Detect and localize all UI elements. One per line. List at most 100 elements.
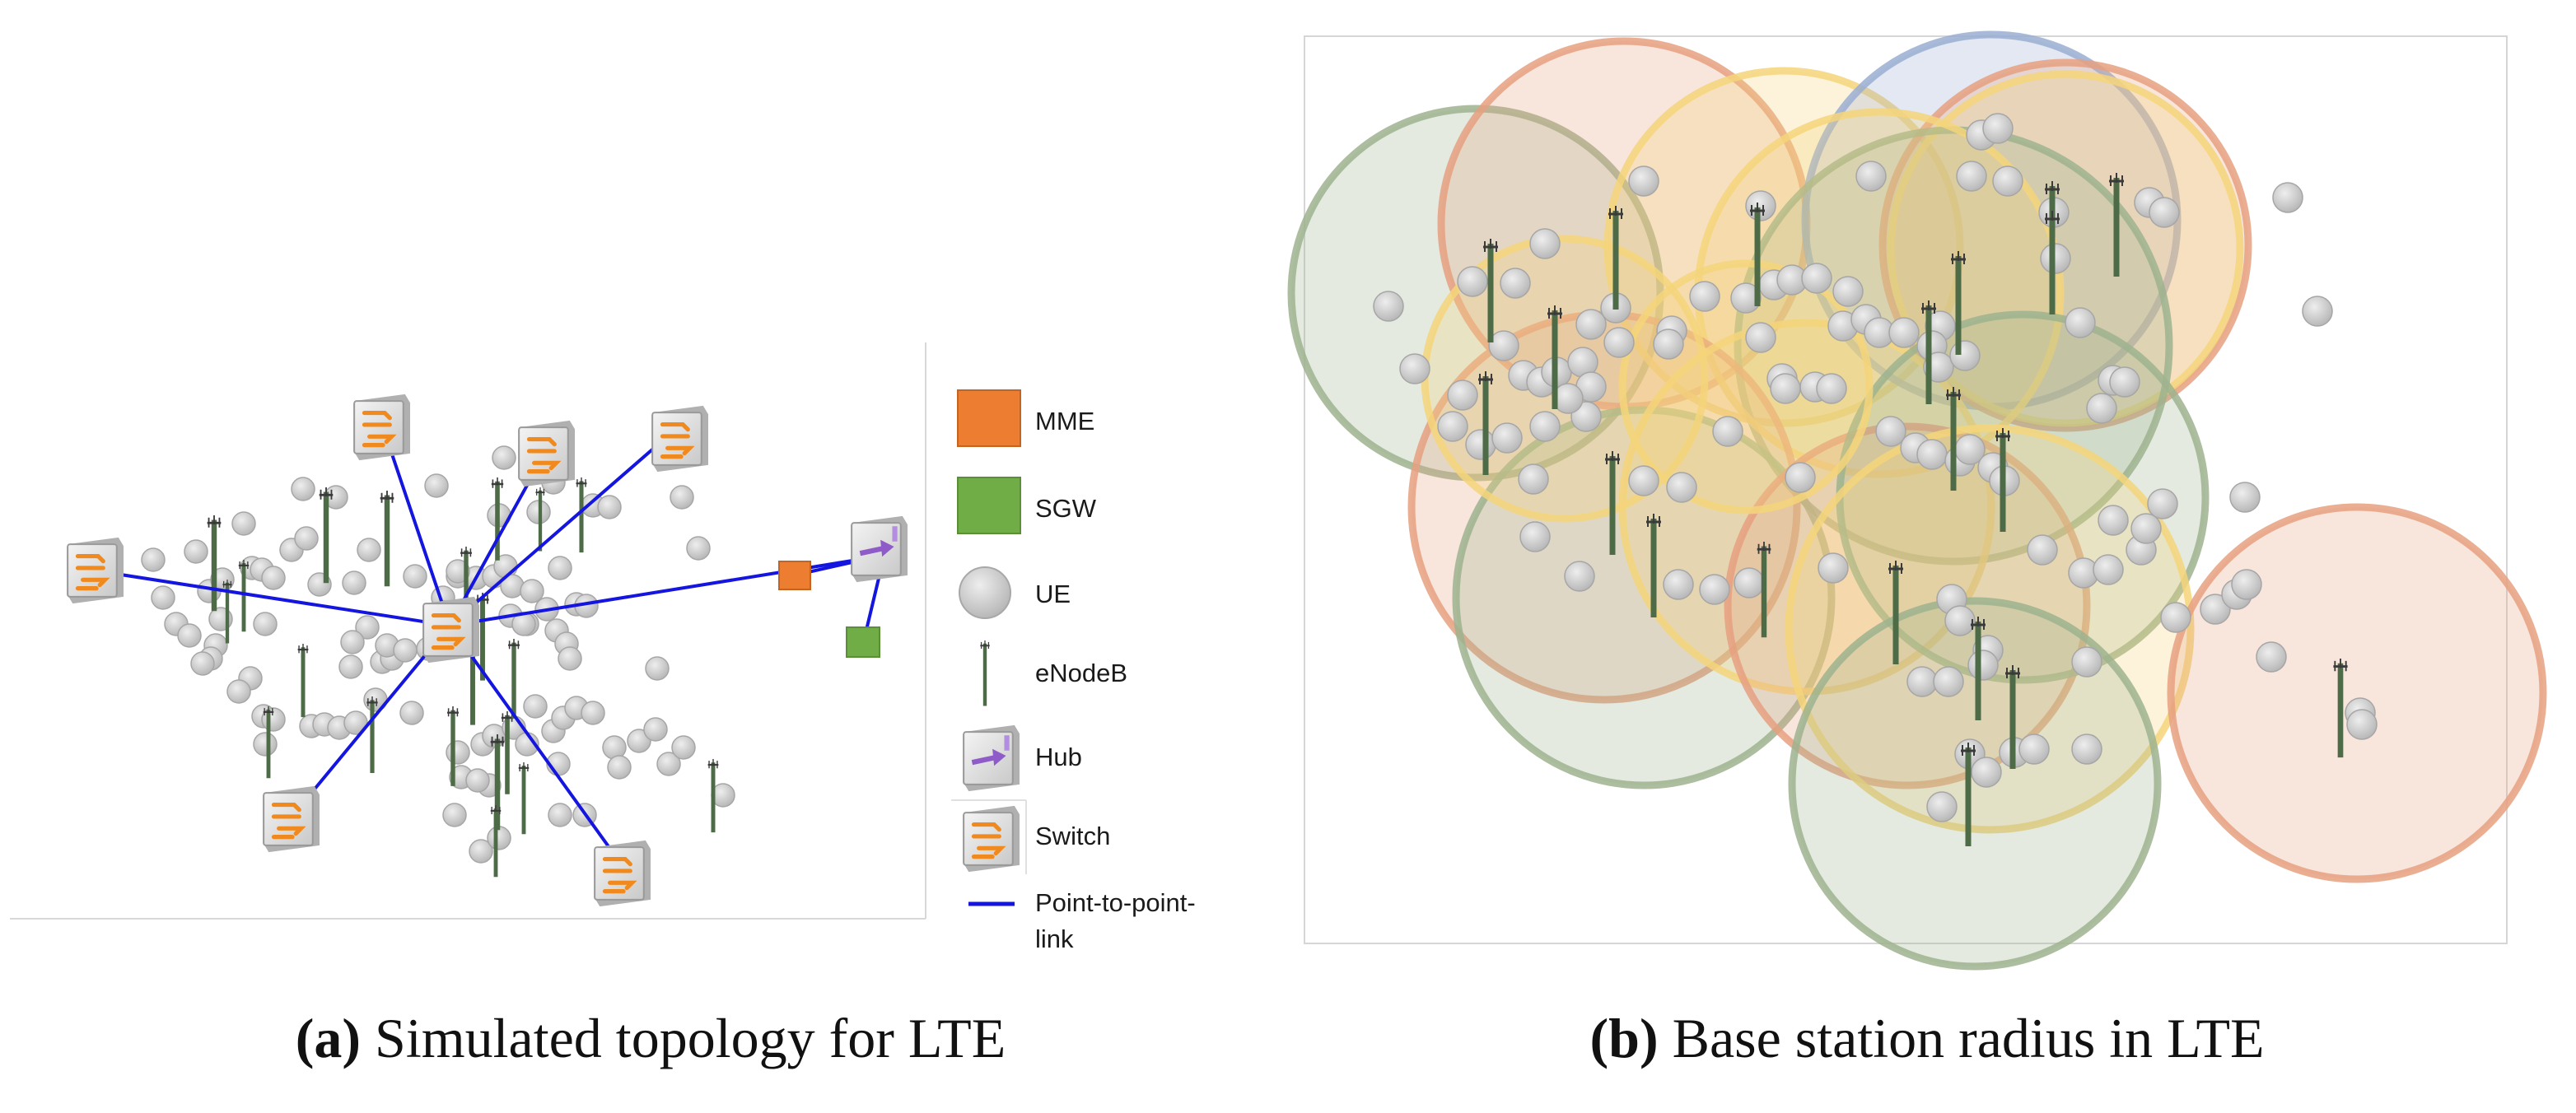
coverage-ue xyxy=(1457,266,1488,297)
topology-ue xyxy=(442,803,467,827)
mme-node xyxy=(778,561,811,590)
topology-ue xyxy=(399,701,424,725)
topology-enodeb xyxy=(519,762,529,834)
coverage-ue-layer xyxy=(1373,113,2378,822)
point-to-point-link xyxy=(292,624,451,817)
coverage-ue xyxy=(1575,309,1607,340)
topology-ue xyxy=(141,547,166,572)
point-to-point-link xyxy=(380,424,451,626)
legend-enodeb-label: eNodeB xyxy=(1035,659,1127,687)
coverage-ue xyxy=(1926,791,1958,822)
coverage-ue xyxy=(1875,416,1906,447)
topology-ue xyxy=(294,526,319,551)
topology-ue xyxy=(393,638,418,663)
topology-ue xyxy=(671,735,696,760)
topology-enodeb xyxy=(380,491,394,586)
coverage-ue xyxy=(1488,330,1519,361)
topology-ue xyxy=(645,656,670,681)
coverage-ue xyxy=(1465,429,1496,460)
legend-enodeb-icon xyxy=(980,640,989,706)
coverage-ue xyxy=(2086,393,2117,424)
legend-sgw-swatch xyxy=(957,477,1021,534)
panel-a: MME SGW UE eNodeB Hub Switch Point-to-po… xyxy=(10,342,1196,1069)
topology-ue xyxy=(627,729,651,753)
coverage-ue xyxy=(1399,353,1430,384)
topology-ue xyxy=(403,564,427,589)
switch-icon xyxy=(423,597,479,663)
legend-hub-icon xyxy=(964,725,1020,791)
coverage-ue xyxy=(1832,276,1864,307)
point-to-point-link xyxy=(448,624,624,868)
topology-node-layer xyxy=(68,394,908,906)
coverage-ue xyxy=(1689,281,1720,312)
coverage-ue xyxy=(2093,554,2124,585)
legend-mme-label: MME xyxy=(1035,407,1094,435)
topology-ue xyxy=(643,717,668,742)
topology-ue xyxy=(357,538,381,562)
coverage-ue xyxy=(2065,307,2096,338)
coverage-ue xyxy=(1971,757,2002,788)
legend-switch-icon xyxy=(964,806,1020,872)
caption-b-text: Base station radius in LTE xyxy=(1673,1007,2265,1069)
coverage-ue xyxy=(1712,416,1743,447)
topology-ue xyxy=(342,570,366,595)
coverage-ue xyxy=(2071,733,2102,765)
coverage-ue xyxy=(1699,574,1730,605)
coverage-ue xyxy=(2018,733,2050,765)
caption-b-letter: b xyxy=(1608,1007,1640,1069)
coverage-ue xyxy=(1916,439,1948,470)
coverage-ue xyxy=(1818,552,1849,584)
coverage-ue xyxy=(1447,380,1478,411)
coverage-ue xyxy=(2302,296,2333,327)
panel-b: (b) Base station radius in LTE xyxy=(1287,30,2547,1069)
coverage-ue xyxy=(1801,263,1832,294)
coverage-ue xyxy=(1628,465,1659,496)
coverage-ue xyxy=(1888,317,1920,348)
topology-ue xyxy=(548,556,572,580)
coverage-ue xyxy=(1982,113,2014,144)
coverage-ue xyxy=(1785,462,1816,493)
legend-switch-label: Switch xyxy=(1035,822,1110,850)
coverage-ue xyxy=(1666,472,1697,503)
switch-icon xyxy=(595,841,651,906)
coverage-ue xyxy=(1564,561,1595,592)
topology-ue xyxy=(226,679,251,704)
coverage-circle xyxy=(2167,503,2547,883)
coverage-ue xyxy=(1745,190,1776,221)
switch-icon xyxy=(519,421,575,487)
coverage-ue xyxy=(2098,505,2129,536)
topology-enodeb xyxy=(298,644,309,717)
switch-icon xyxy=(264,786,320,852)
topology-ue xyxy=(597,495,622,519)
coverage-circle xyxy=(1785,424,2195,834)
coverage-ue xyxy=(1500,268,1531,299)
topology-ue xyxy=(446,559,470,584)
topology-ue xyxy=(581,701,605,725)
point-to-point-link xyxy=(88,568,450,627)
switch-icon xyxy=(354,394,410,460)
coverage-ue xyxy=(1491,422,1523,454)
topology-ue xyxy=(670,485,694,510)
legend: MME SGW UE eNodeB Hub Switch Point-to-po… xyxy=(951,389,1196,953)
legend-hub-label: Hub xyxy=(1035,743,1082,771)
coverage-ue xyxy=(2040,243,2071,274)
topology-ue xyxy=(558,646,582,671)
hub-icon xyxy=(852,516,908,582)
coverage-ue xyxy=(1373,291,1404,322)
caption-a: (a) Simulated topology for LTE xyxy=(296,1007,1006,1069)
coverage-ue xyxy=(2109,366,2140,398)
topology-ue xyxy=(548,803,572,827)
topology-ue xyxy=(424,473,449,498)
coverage-ue xyxy=(1855,161,1887,192)
switch-icon xyxy=(652,406,708,472)
topology-ue xyxy=(338,654,363,679)
coverage-ue xyxy=(1949,340,1981,371)
topology-ue xyxy=(469,839,493,864)
topology-ue xyxy=(465,768,490,793)
coverage-ue xyxy=(1734,567,1765,598)
coverage-ue xyxy=(2160,602,2191,633)
topology-ue xyxy=(656,752,681,776)
legend-mme-swatch xyxy=(957,389,1021,447)
coverage-ue xyxy=(1906,666,1938,697)
